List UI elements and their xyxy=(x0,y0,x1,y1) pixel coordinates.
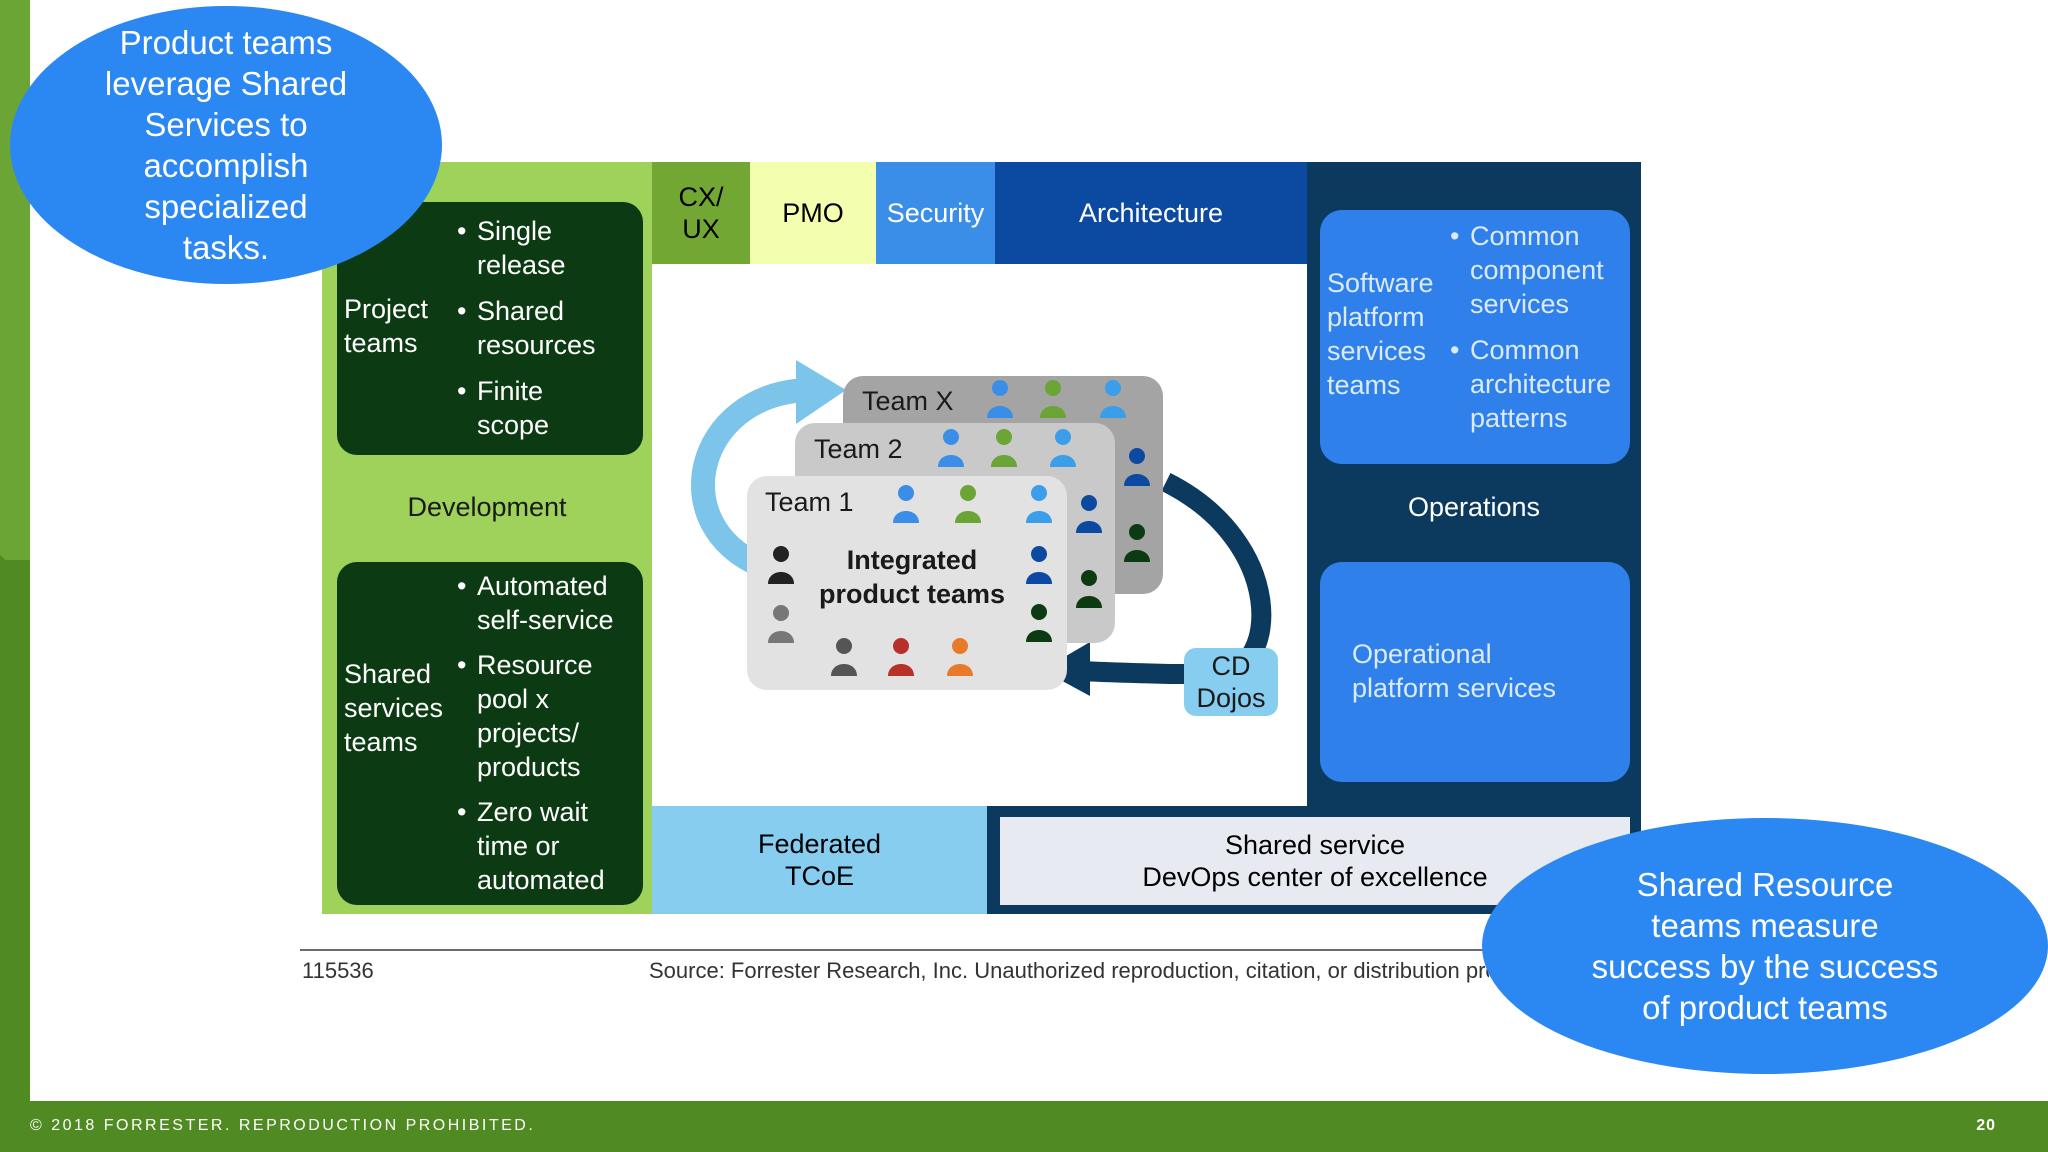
shared-bullet-automated: Automated self-service xyxy=(457,569,614,637)
person-icon xyxy=(987,380,1013,418)
person-icon xyxy=(888,638,914,676)
project-teams-label: Project teams xyxy=(344,294,429,358)
light-arrow-head xyxy=(796,360,846,424)
person-icon xyxy=(768,605,794,643)
left-accent-bar-light xyxy=(0,0,30,560)
header-architecture: Architecture xyxy=(995,162,1307,264)
left-accent-notch xyxy=(0,555,30,583)
operational-platform-services-box xyxy=(1320,562,1630,782)
person-icon xyxy=(1076,495,1102,533)
callout-shared-resource-teams: Shared Resource teams measure success by… xyxy=(1482,818,2048,1074)
team-2-label: Team 2 xyxy=(814,434,903,464)
person-icon xyxy=(1040,380,1066,418)
person-icon xyxy=(768,546,794,584)
figure-id: 115536 xyxy=(302,958,374,983)
light-arrow-path xyxy=(691,378,809,578)
person-icon xyxy=(1124,524,1150,562)
team-1-label: Team 1 xyxy=(765,487,854,517)
header-cx-ux: CX/UX xyxy=(652,162,750,264)
project-bullet-finite-scope: Finite scope xyxy=(457,374,549,442)
person-icon xyxy=(831,638,857,676)
person-icon xyxy=(938,429,964,467)
project-bullet-single-release: Single release xyxy=(457,214,566,282)
platform-bullet-common-architecture: Common architecture patterns xyxy=(1450,333,1611,435)
operations-label: Operations xyxy=(1407,492,1541,522)
person-icon xyxy=(1076,570,1102,608)
footer-copyright: © 2018 FORRESTER. REPRODUCTION PROHIBITE… xyxy=(30,1117,536,1134)
person-icon xyxy=(1100,380,1126,418)
header-pmo: PMO xyxy=(750,162,876,264)
operational-platform-label: Operational platform services xyxy=(1352,639,1557,703)
shared-bullet-zero-wait: Zero wait time or automated xyxy=(457,795,605,897)
development-label: Development xyxy=(407,492,567,522)
person-icon xyxy=(991,429,1017,467)
software-platform-label: Software platform services teams xyxy=(1327,268,1434,400)
person-icon xyxy=(1050,429,1076,467)
platform-bullet-common-component: Common component services xyxy=(1450,219,1604,321)
person-icon xyxy=(947,638,973,676)
person-icon xyxy=(1124,448,1150,486)
callout-product-teams: Product teams leverage Shared Services t… xyxy=(10,6,442,284)
person-icon xyxy=(1026,485,1052,523)
footer-bar xyxy=(0,1101,2048,1152)
integrated-product-teams-label: Integrated product teams xyxy=(818,545,1006,609)
source-divider xyxy=(300,949,1630,951)
person-icon xyxy=(955,485,981,523)
person-icon xyxy=(1026,546,1052,584)
figure-source: Source: Forrester Research, Inc. Unautho… xyxy=(649,958,1489,983)
shared-bullet-resource-pool: Resource pool x projects/ products xyxy=(457,648,593,784)
team-x-label: Team X xyxy=(862,386,954,416)
header-security: Security xyxy=(876,162,995,264)
page-number: 20 xyxy=(1976,1117,1996,1134)
person-icon xyxy=(1026,604,1052,642)
project-bullet-shared-resources: Shared resources xyxy=(457,294,596,362)
person-icon xyxy=(893,485,919,523)
shared-services-teams-label: Shared services teams xyxy=(344,659,444,757)
